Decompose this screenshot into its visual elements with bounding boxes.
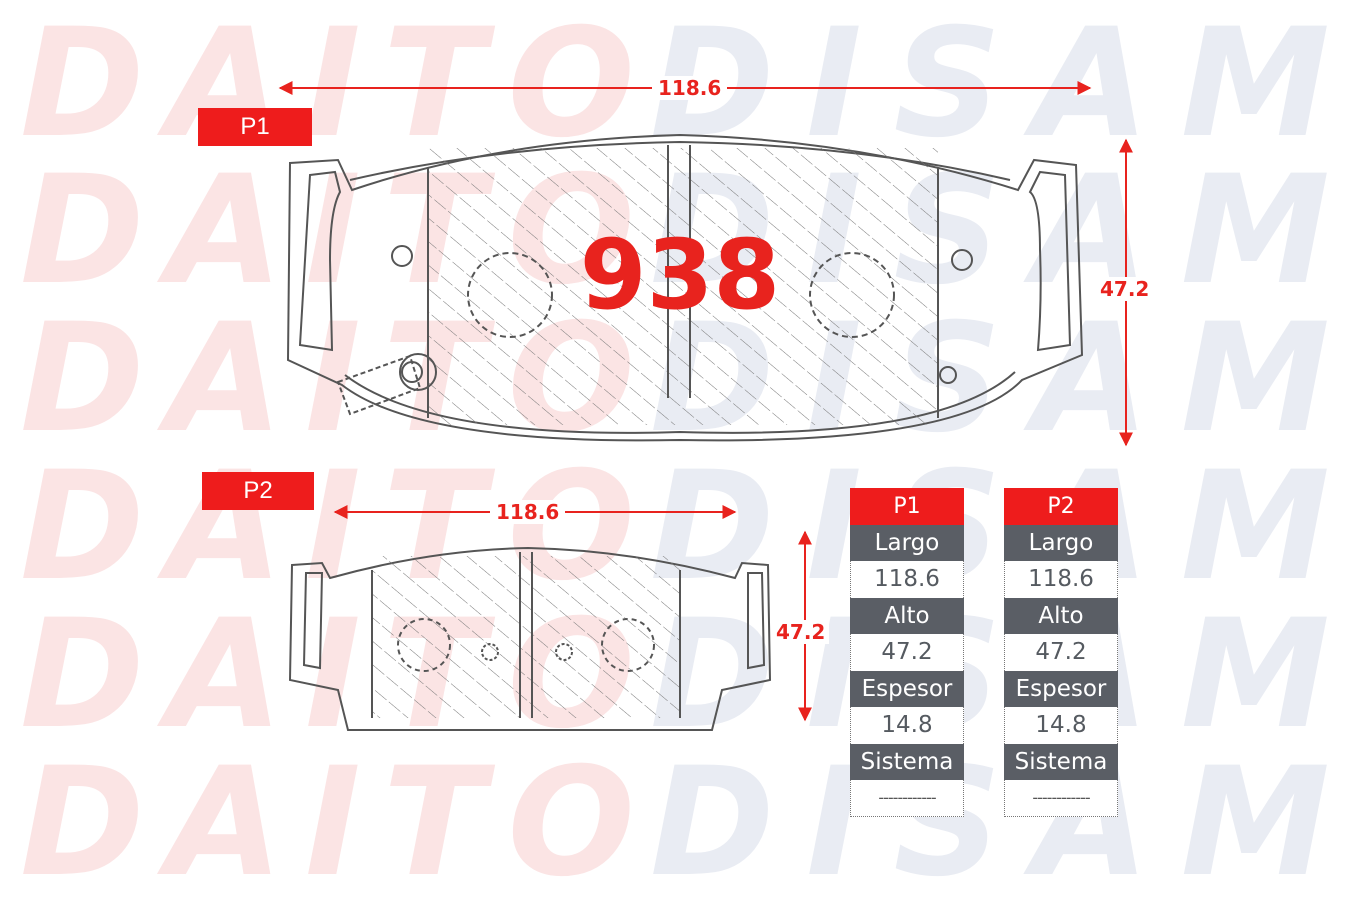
product-code: 938 <box>579 219 781 331</box>
spec-table-p2: P2 Largo 118.6 Alto 47.2 Espesor 14.8 Si… <box>1004 488 1118 817</box>
p1-height-label: 47.2 <box>1094 277 1156 301</box>
spec-table-p1: P1 Largo 118.6 Alto 47.2 Espesor 14.8 Si… <box>850 488 964 817</box>
watermark-word-right: DISAM <box>650 440 1330 614</box>
p2-height-label: 47.2 <box>772 620 830 644</box>
espesor-label: Espesor <box>1004 670 1118 707</box>
alto-label: Alto <box>850 597 964 634</box>
watermark-word-right: DISAM <box>650 736 1330 900</box>
watermark-word-left: DAITO <box>20 736 635 900</box>
largo-label: Largo <box>850 524 964 561</box>
p1-width-label: 118.6 <box>652 76 728 100</box>
spec-header: P1 <box>850 488 964 525</box>
p2-tag: P2 <box>202 472 314 510</box>
espesor-value: 14.8 <box>1004 707 1118 744</box>
sistema-label: Sistema <box>850 743 964 780</box>
alto-value: 47.2 <box>1004 634 1118 671</box>
espesor-label: Espesor <box>850 670 964 707</box>
p1-pad-drawing <box>286 133 1084 442</box>
alto-value: 47.2 <box>850 634 964 671</box>
alto-label: Alto <box>1004 597 1118 634</box>
espesor-value: 14.8 <box>850 707 964 744</box>
largo-label: Largo <box>1004 524 1118 561</box>
largo-value: 118.6 <box>850 561 964 598</box>
sistema-value: ------------ <box>850 780 964 817</box>
spec-header: P2 <box>1004 488 1118 525</box>
p2-pad-drawing <box>288 546 772 731</box>
sistema-label: Sistema <box>1004 743 1118 780</box>
largo-value: 118.6 <box>1004 561 1118 598</box>
sistema-value: ------------ <box>1004 780 1118 817</box>
p2-width-label: 118.6 <box>490 500 566 524</box>
p1-tag: P1 <box>198 108 312 146</box>
